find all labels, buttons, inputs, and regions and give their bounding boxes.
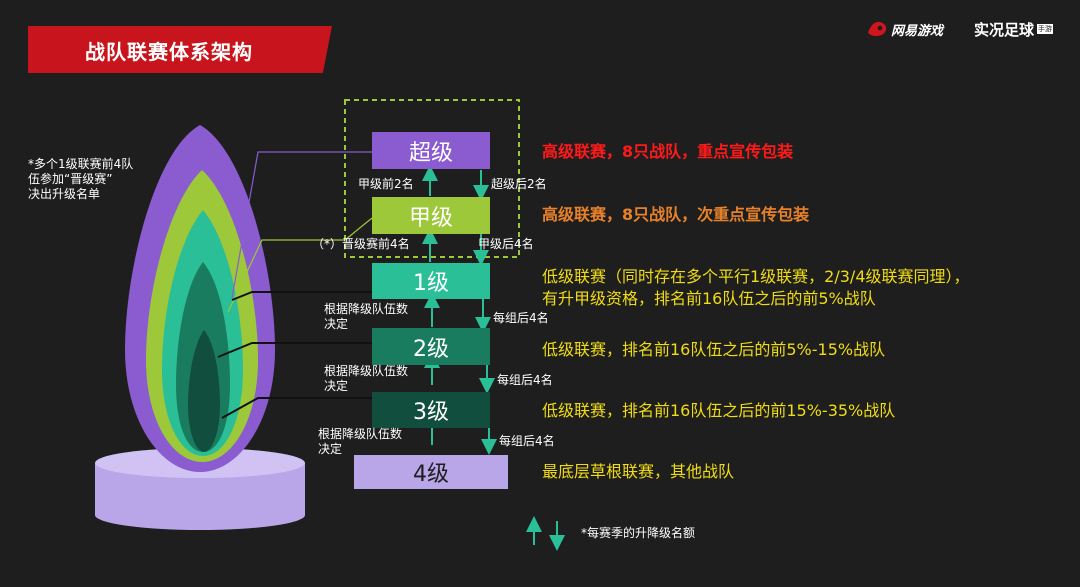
label-jia-top2: 甲级前2名 [358,177,414,191]
tier-jia-box: 甲级 [372,197,490,234]
netease-logo: 网易游戏 [866,18,962,40]
game-logo-text: 实况足球 [974,20,1035,39]
label-qualifier-top4: （*）晋级赛前4名 [312,237,410,251]
desc-l1: 低级联赛（同时存在多个平行1级联赛，2/3/4级联赛同理）， 有升甲级资格，排名… [542,266,970,310]
tier-3-box: 3级 [372,392,490,428]
tier-3-label: 3级 [413,400,449,425]
desc-l4: 最底层草根联赛，其他战队 [542,462,735,481]
desc-l1-line-2: 有升甲级资格，排名前16队伍之后的前5%战队 [542,289,876,308]
desc-l2: 低级联赛，排名前16队伍之后的前5%-15%战队 [542,340,886,359]
connector-lines [217,151,373,419]
tier-super-label: 超级 [408,140,453,166]
label-l2-up: 根据降级队伍数 决定 [324,364,408,394]
flame-layer-core [188,330,220,452]
tier-2-box: 2级 [372,328,490,365]
tier-4-box: 4级 [354,455,508,489]
tier-super-box: 超级 [372,132,490,169]
page-title: 战队联赛体系架构 [85,40,253,64]
game-logo: 实况足球 手游 [974,18,1066,40]
tier-4-label: 4级 [413,462,449,487]
tier-2-label: 2级 [413,336,449,362]
legend-text: *每赛季的升降级名额 [581,526,696,540]
desc-l1-line-1: 低级联赛（同时存在多个平行1级联赛，2/3/4级联赛同理）， [542,267,970,286]
label-l3-up-line-1: 根据降级队伍数 [318,427,403,441]
title-banner [28,26,332,73]
high-league-dashed-box [344,99,520,258]
label-l2-down: 每组后4名 [497,373,553,387]
left-note-line-3: 决出升级名单 [28,187,101,201]
desc-l3: 低级联赛，排名前16队伍之后的前15%-35%战队 [542,401,896,420]
left-note-line-1: *多个1级联赛前4队 [28,157,134,171]
desc-super: 高级联赛，8只战队，重点宣传包装 [542,142,794,161]
label-l1-up-line-1: 根据降级队伍数 [324,302,409,316]
label-l1-up: 根据降级队伍数 决定 [324,302,408,332]
label-super-bottom2: 超级后2名 [491,177,547,191]
label-l2-up-line-2: 决定 [324,379,349,393]
netease-logo-text: 网易游戏 [891,23,944,39]
netease-logo-icon [868,21,887,36]
tier-1-label: 1级 [413,271,449,296]
tier-jia-label: 甲级 [408,205,453,231]
left-note: *多个1级联赛前4队 伍参加“晋级赛” 决出升级名单 [28,157,133,202]
label-l1-up-line-2: 决定 [324,317,349,331]
label-l3-up-line-2: 决定 [318,442,343,456]
game-logo-sub: 手游 [1037,24,1054,34]
left-note-line-2: 伍参加“晋级赛” [28,172,113,186]
tier-1-box: 1级 [372,263,490,299]
label-l2-up-line-1: 根据降级队伍数 [324,364,409,378]
label-l3-down: 每组后4名 [499,434,555,448]
label-l1-down: 每组后4名 [493,311,549,325]
label-jia-bottom4: 甲级后4名 [478,237,534,251]
desc-jia: 高级联赛，8只战队，次重点宣传包装 [542,205,810,224]
label-l3-up: 根据降级队伍数 决定 [318,427,402,457]
